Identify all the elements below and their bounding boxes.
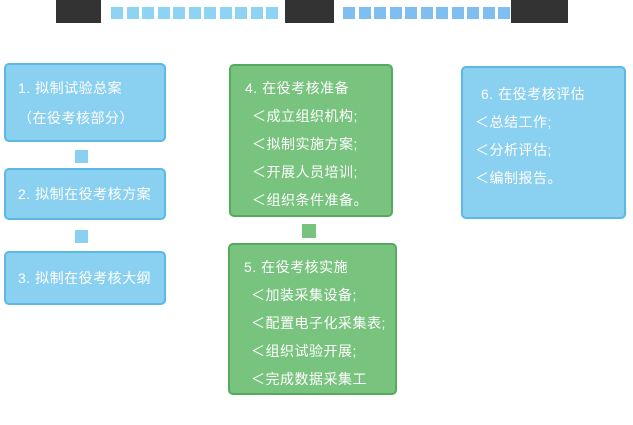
step-2-label: 2. 拟制在役考核方案 [18, 186, 152, 202]
step-4-bullet-4: ＜组织条件准备。 [252, 192, 368, 208]
step-6-box: 6. 在役考核评估 ＜总结工作; ＜分析评估; ＜编制报告。 [461, 66, 626, 219]
step-1-box: 1. 拟制试验总案 （在役考核部分） [4, 63, 166, 142]
step-6-bullet-1: ＜总结工作; [475, 114, 552, 130]
step-3-box: 3. 拟制在役考核大纲 [4, 251, 166, 305]
step-4-box: 4. 在役考核准备 ＜成立组织机构; ＜拟制实施方案; ＜开展人员培训; ＜组织… [229, 64, 393, 217]
banner-dark-block-2 [285, 0, 334, 23]
connector-step2-step3 [75, 230, 88, 243]
step-4-bullet-3: ＜开展人员培训; [252, 164, 358, 180]
banner-dark-block-3 [511, 0, 568, 23]
step-4-bullet-2: ＜拟制实施方案; [252, 136, 358, 152]
step-6-bullet-2: ＜分析评估; [475, 142, 552, 158]
step-4-bullet-1: ＜成立组织机构; [252, 108, 358, 124]
step-5-bullet-3: ＜组织试验开展; [251, 343, 357, 359]
banner-squares-row-2 [343, 7, 510, 19]
step-5-bullet-4: ＜完成数据采集工作。 [251, 371, 367, 415]
step-5-title: 5. 在役考核实施 [244, 259, 349, 275]
step-1-line-2: （在役考核部分） [18, 109, 134, 126]
banner-squares-row-1 [111, 7, 278, 19]
connector-step1-step2 [75, 150, 88, 163]
step-4-title: 4. 在役考核准备 [245, 80, 350, 96]
step-5-bullet-2: ＜配置电子化采集表; [251, 315, 386, 331]
connector-step4-step5 [302, 224, 316, 238]
step-6-bullet-3: ＜编制报告。 [475, 170, 562, 186]
step-5-box: 5. 在役考核实施 ＜加装采集设备; ＜配置电子化采集表; ＜组织试验开展; ＜… [228, 243, 397, 415]
step-3-label: 3. 拟制在役考核大纲 [18, 270, 152, 286]
step-5-bullet-1: ＜加装采集设备; [251, 287, 357, 303]
step-1-line-1: 1. 拟制试验总案 [18, 79, 123, 96]
banner-dark-block-1 [56, 0, 101, 23]
step-6-title: 6. 在役考核评估 [481, 86, 586, 102]
step-2-box: 2. 拟制在役考核方案 [4, 168, 166, 220]
